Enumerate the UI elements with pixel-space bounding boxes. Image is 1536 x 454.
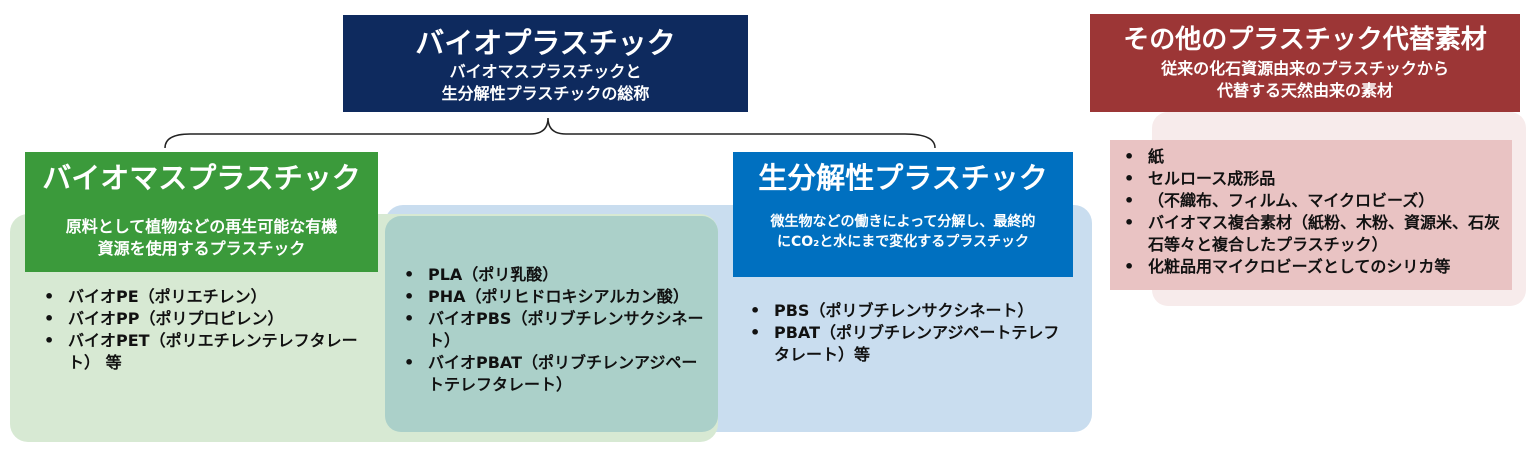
other-subtitle-1: 従来の化石資源由来のプラスチックから [1161,59,1449,78]
list-item: 紙 [1124,146,1500,168]
bioplastic-header: バイオプラスチック バイオマスプラスチックと 生分解性プラスチックの総称 [343,15,748,112]
other-header: その他のプラスチック代替素材 従来の化石資源由来のプラスチックから 代替する天然… [1090,14,1520,112]
biodegradable-subtitle-2: にCO₂と水にまで変化するプラスチック [776,234,1030,250]
bioplastic-subtitle-2: 生分解性プラスチックの総称 [441,84,650,103]
biomass-subtitle-2: 資源を使用するプラスチック [97,239,306,258]
biomass-subtitle-1: 原料として植物などの再生可能な有機 [65,217,338,236]
bioplastic-subtitle-1: バイオマスプラスチックと [449,62,642,81]
biodegradable-list: PBS（ポリブチレンサクシネート） PBAT（ポリブチレンアジペートテレフタレー… [746,300,1066,366]
biodegradable-subtitle-1: 微生物などの働きによって分解し、最終的 [770,214,1036,230]
list-item: バイオマス複合素材（紙粉、木粉、資源米、石灰石等々と複合したプラスチック） [1124,212,1500,256]
biomass-list: バイオPE（ポリエチレン） バイオPP（ポリプロピレン） バイオPET（ポリエチ… [40,286,360,374]
biodegradable-header: 生分解性プラスチック 微生物などの働きによって分解し、最終的 にCO₂と水にまで… [733,152,1073,277]
brace-connector [164,117,936,149]
other-title: その他のプラスチック代替素材 [1123,25,1487,55]
list-item: PLA（ポリ乳酸） [404,264,710,286]
list-item: セルロース成形品 [1124,168,1500,190]
bioplastic-title: バイオプラスチック [415,26,676,60]
list-item: （不織布、フィルム、マイクロビーズ） [1124,190,1500,212]
list-item: PHA（ポリヒドロキシアルカン酸） [404,286,710,308]
list-item: バイオPET（ポリエチレンテレフタレート） 等 [44,330,360,374]
list-item: バイオPE（ポリエチレン） [44,286,360,308]
list-item: バイオPBS（ポリブチレンサクシネート） [404,308,710,352]
list-item: PBAT（ポリブチレンアジペートテレフタレート）等 [750,322,1066,366]
list-item: バイオPBAT（ポリブチレンアジペートテレフタレート） [404,352,710,396]
overlap-list: PLA（ポリ乳酸） PHA（ポリヒドロキシアルカン酸） バイオPBS（ポリブチレ… [400,264,710,396]
biomass-title: バイオマスプラスチック [42,161,361,195]
list-item: バイオPP（ポリプロピレン） [44,308,360,330]
other-subtitle-2: 代替する天然由来の素材 [1216,81,1393,100]
list-item: 化粧品用マイクロビーズとしてのシリカ等 [1124,256,1500,278]
list-item: PBS（ポリブチレンサクシネート） [750,300,1066,322]
other-list: 紙 セルロース成形品 （不織布、フィルム、マイクロビーズ） バイオマス複合素材（… [1120,146,1500,278]
biodegradable-title: 生分解性プラスチック [758,161,1048,195]
biomass-header: バイオマスプラスチック 原料として植物などの再生可能な有機 資源を使用するプラス… [25,152,378,272]
